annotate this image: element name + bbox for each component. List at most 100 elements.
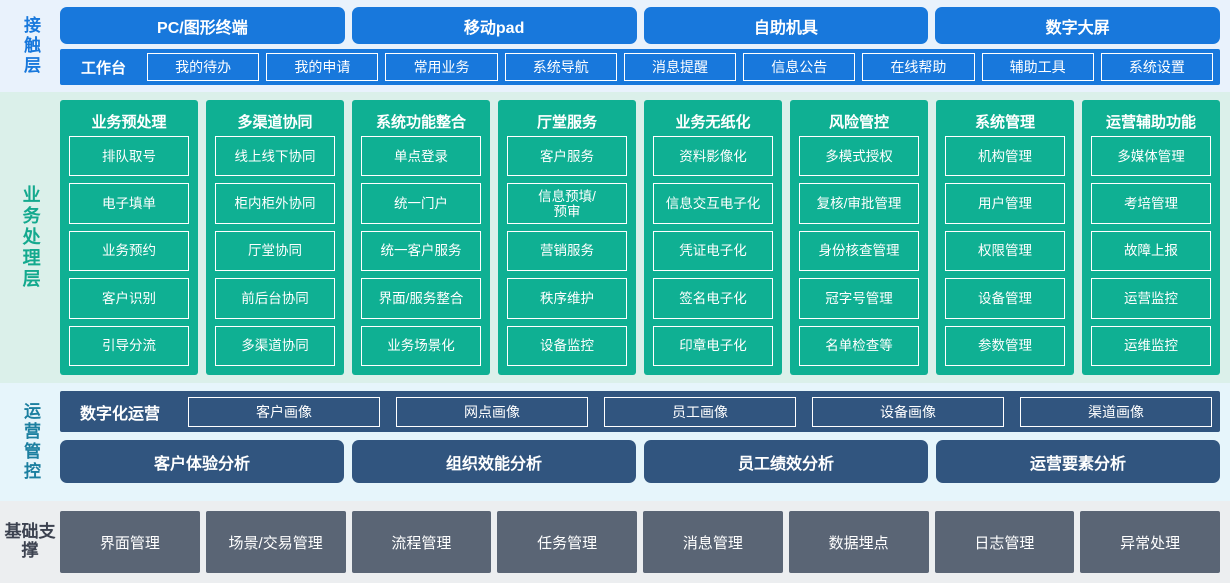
business-column-items: 线上线下协同 柜内柜外协同 厅堂协同 前后台协同 多渠道协同 (215, 136, 335, 367)
business-column-title: 风险管控 (828, 113, 889, 131)
business-column-title: 业务无纸化 (675, 113, 751, 131)
foundation-item-process-management[interactable]: 流程管理 (351, 511, 492, 573)
workbench-item-system-navigation[interactable]: 系统导航 (504, 53, 617, 82)
operations-layer-label: 运营管控 (0, 391, 60, 493)
business-item[interactable]: 考培管理 (1091, 183, 1211, 224)
business-item[interactable]: 客户识别 (69, 278, 189, 319)
digital-operations-title: 数字化运营 (80, 405, 161, 423)
business-column-items: 机构管理 用户管理 权限管理 设备管理 参数管理 (945, 136, 1065, 367)
foundation-item-data-tracking[interactable]: 数据埋点 (788, 511, 929, 573)
analysis-org-effectiveness[interactable]: 组织效能分析 (352, 440, 636, 483)
portrait-channel[interactable]: 渠道画像 (1020, 396, 1213, 427)
business-item[interactable]: 业务场景化 (361, 325, 481, 367)
channel-box-digital-screen[interactable]: 数字大屏 (935, 7, 1220, 45)
business-column-title: 业务预处理 (91, 113, 167, 131)
business-item[interactable]: 运维监控 (1091, 325, 1211, 367)
operations-layer-body: 数字化运营 客户画像 网点画像 员工画像 设备画像 渠道画像 客户体验分析 组织… (60, 391, 1220, 493)
workbench-title: 工作台 (81, 59, 127, 77)
contact-layer-body: PC/图形终端 移动pad 自助机具 数字大屏 工作台 我的待办 我的申请 常用… (60, 7, 1220, 85)
business-item[interactable]: 用户管理 (945, 183, 1065, 224)
business-item[interactable]: 机构管理 (945, 136, 1065, 177)
analysis-employee-performance[interactable]: 员工绩效分析 (644, 440, 928, 483)
business-item[interactable]: 身份核查管理 (799, 230, 919, 272)
channel-box-self-service[interactable]: 自助机具 (643, 7, 929, 45)
business-item[interactable]: 权限管理 (945, 230, 1065, 272)
analysis-customer-experience[interactable]: 客户体验分析 (60, 440, 344, 483)
business-item[interactable]: 复核/审批管理 (799, 183, 919, 224)
business-column-title: 多渠道协同 (237, 113, 313, 131)
workbench-item-my-applications[interactable]: 我的申请 (266, 53, 379, 82)
business-column-system-management: 系统管理 机构管理 用户管理 权限管理 设备管理 参数管理 (936, 100, 1074, 375)
business-item[interactable]: 统一门户 (361, 183, 481, 224)
workbench-item-my-todo[interactable]: 我的待办 (147, 53, 260, 82)
workbench-item-common-business[interactable]: 常用业务 (385, 53, 498, 82)
business-item[interactable]: 界面/服务整合 (361, 278, 481, 319)
business-item[interactable]: 多渠道协同 (215, 325, 335, 367)
business-item[interactable]: 印章电子化 (653, 325, 773, 367)
portrait-branch[interactable]: 网点画像 (396, 396, 589, 427)
business-column-lobby-service: 厅堂服务 客户服务 信息预填/ 预审 营销服务 秩序维护 设备监控 (498, 100, 636, 375)
workbench-item-announcements[interactable]: 信息公告 (743, 53, 856, 82)
business-item[interactable]: 单点登录 (361, 136, 481, 177)
business-column-paperless: 业务无纸化 资料影像化 信息交互电子化 凭证电子化 签名电子化 印章电子化 (644, 100, 782, 375)
business-column-items: 多媒体管理 考培管理 故障上报 运营监控 运维监控 (1091, 136, 1211, 367)
business-item[interactable]: 参数管理 (945, 325, 1065, 367)
business-item[interactable]: 多媒体管理 (1091, 136, 1211, 177)
foundation-item-ui-management[interactable]: 界面管理 (60, 511, 200, 573)
workbench-item-system-settings[interactable]: 系统设置 (1100, 53, 1213, 82)
business-item[interactable]: 客户服务 (507, 136, 627, 177)
contact-layer-label: 接触层 (0, 7, 60, 85)
business-item[interactable]: 引导分流 (69, 325, 189, 367)
operations-layer-band: 运营管控 数字化运营 客户画像 网点画像 员工画像 设备画像 渠道画像 客户体验… (0, 383, 1230, 501)
business-column-multichannel: 多渠道协同 线上线下协同 柜内柜外协同 厅堂协同 前后台协同 多渠道协同 (206, 100, 344, 375)
business-item[interactable]: 凭证电子化 (653, 230, 773, 272)
channel-box-mobile-pad[interactable]: 移动pad (351, 7, 637, 45)
business-item[interactable]: 线上线下协同 (215, 136, 335, 177)
business-item[interactable]: 秩序维护 (507, 278, 627, 319)
foundation-item-log-management[interactable]: 日志管理 (934, 511, 1075, 573)
portrait-employee[interactable]: 员工画像 (604, 396, 797, 427)
business-item[interactable]: 统一客户服务 (361, 230, 481, 272)
business-layer-body: 业务预处理 排队取号 电子填单 业务预约 客户识别 引导分流 多渠道协同 线上线… (60, 100, 1220, 375)
business-item[interactable]: 冠字号管理 (799, 278, 919, 319)
workbench-row: 工作台 我的待办 我的申请 常用业务 系统导航 消息提醒 信息公告 在线帮助 辅… (60, 49, 1220, 85)
foundation-item-scene-transaction[interactable]: 场景/交易管理 (205, 511, 346, 573)
workbench-item-message-alert[interactable]: 消息提醒 (623, 53, 737, 82)
digital-operations-row: 数字化运营 客户画像 网点画像 员工画像 设备画像 渠道画像 (60, 391, 1220, 432)
business-item[interactable]: 信息预填/ 预审 (507, 183, 627, 224)
foundation-item-exception-handling[interactable]: 异常处理 (1080, 511, 1220, 573)
business-item[interactable]: 资料影像化 (653, 136, 773, 177)
business-item[interactable]: 运营监控 (1091, 278, 1211, 319)
workbench-item-online-help[interactable]: 在线帮助 (862, 53, 975, 82)
business-item[interactable]: 设备监控 (507, 325, 627, 367)
business-item[interactable]: 前后台协同 (215, 278, 335, 319)
business-column-preprocessing: 业务预处理 排队取号 电子填单 业务预约 客户识别 引导分流 (60, 100, 198, 375)
foundation-item-task-management[interactable]: 任务管理 (497, 511, 637, 573)
business-item[interactable]: 营销服务 (507, 230, 627, 272)
analysis-operation-factors[interactable]: 运营要素分析 (936, 440, 1220, 483)
business-column-system-integration: 系统功能整合 单点登录 统一门户 统一客户服务 界面/服务整合 业务场景化 (352, 100, 490, 375)
business-column-items: 排队取号 电子填单 业务预约 客户识别 引导分流 (69, 136, 189, 367)
business-item[interactable]: 多模式授权 (799, 136, 919, 177)
business-column-items: 客户服务 信息预填/ 预审 营销服务 秩序维护 设备监控 (507, 136, 627, 367)
business-item[interactable]: 排队取号 (69, 136, 189, 177)
business-item[interactable]: 电子填单 (69, 183, 189, 224)
business-item[interactable]: 签名电子化 (653, 278, 773, 319)
business-item[interactable]: 信息交互电子化 (653, 183, 773, 224)
business-item[interactable]: 故障上报 (1091, 230, 1211, 272)
portrait-customer[interactable]: 客户画像 (188, 396, 381, 427)
workbench-item-aux-tools[interactable]: 辅助工具 (981, 53, 1094, 82)
foundation-item-message-management[interactable]: 消息管理 (643, 511, 783, 573)
business-item[interactable]: 厅堂协同 (215, 230, 335, 272)
business-layer-label-text: 业务处理层 (20, 185, 41, 290)
business-column-title: 系统管理 (974, 113, 1035, 131)
channel-box-pc[interactable]: PC/图形终端 (60, 7, 345, 45)
business-column-items: 单点登录 统一门户 统一客户服务 界面/服务整合 业务场景化 (361, 136, 481, 367)
business-item[interactable]: 业务预约 (69, 230, 189, 272)
portrait-device[interactable]: 设备画像 (812, 396, 1005, 427)
business-item[interactable]: 设备管理 (945, 278, 1065, 319)
business-column-title: 厅堂服务 (536, 113, 597, 131)
business-item[interactable]: 柜内柜外协同 (215, 183, 335, 224)
business-item[interactable]: 名单检查等 (799, 325, 919, 367)
